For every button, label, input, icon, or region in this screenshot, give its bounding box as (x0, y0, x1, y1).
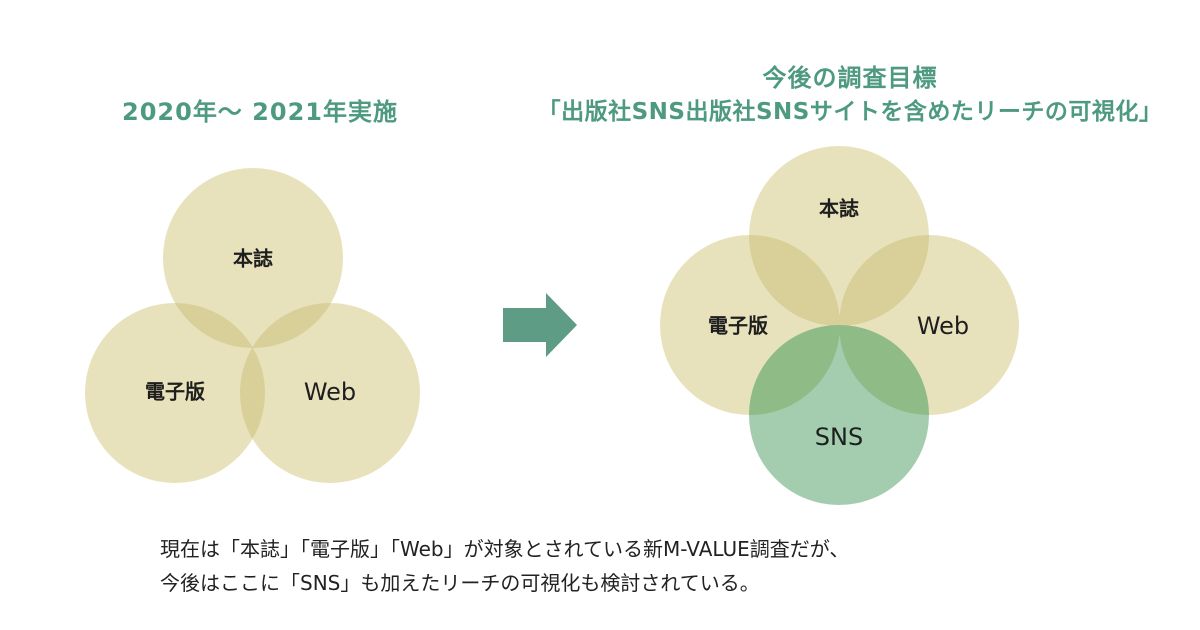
current-survey-title: 2020年〜 2021年実施 (122, 98, 398, 126)
future-goal-subtitle: 「出版社SNS出版社SNSサイトを含めたリーチの可視化」 (537, 99, 1163, 125)
circle-web (240, 303, 420, 483)
future-venn: 本誌 電子版 Web SNS (660, 146, 1019, 505)
caption-line-2: 今後はここに「SNS」も加えたリーチの可視化も検討されている。 (160, 571, 760, 595)
future-goal-title: 今後の調査目標 (762, 64, 938, 92)
label-honshi: 本誌 (819, 197, 859, 221)
caption-line-1: 現在は「本誌」「電子版」「Web」が対象とされている新M-VALUE調査だが、 (160, 537, 850, 561)
label-sns: SNS (815, 423, 863, 451)
label-denshiban: 電子版 (145, 380, 205, 404)
current-venn: 本誌 電子版 Web (85, 168, 420, 483)
circle-denshiban (85, 303, 265, 483)
circle-honshi (163, 168, 343, 348)
label-web: Web (304, 378, 356, 406)
right-arrow-icon (503, 293, 577, 357)
label-denshiban: 電子版 (708, 314, 768, 338)
label-honshi: 本誌 (233, 247, 273, 271)
label-web: Web (917, 312, 969, 340)
